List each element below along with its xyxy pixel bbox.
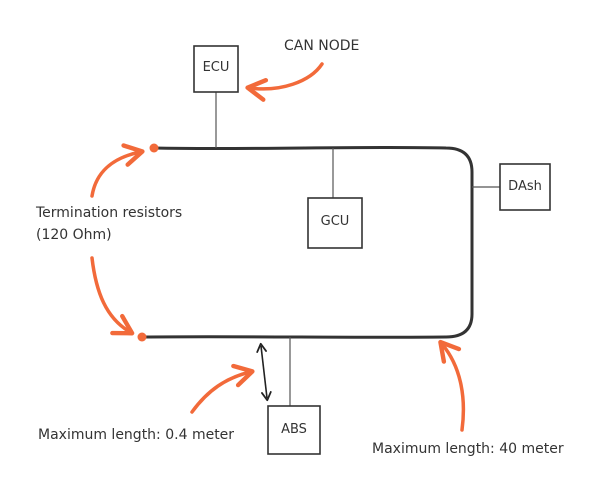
can-node-annotation: CAN NODE bbox=[284, 38, 360, 54]
termination-annotation-line2: (120 Ohm) bbox=[36, 227, 112, 243]
max-length-bus-annotation: Maximum length: 40 meter bbox=[372, 441, 564, 457]
dash-label: DAsh bbox=[508, 179, 542, 194]
double-arrow-icon bbox=[256, 342, 272, 402]
dash-box bbox=[499, 163, 551, 211]
orange-arrow-icon bbox=[438, 339, 466, 432]
termination-dot-icon bbox=[149, 143, 159, 153]
ecu-label: ECU bbox=[202, 60, 230, 75]
abs-box bbox=[267, 405, 321, 455]
can-bus-line bbox=[140, 145, 474, 339]
orange-arrow-icon bbox=[90, 256, 135, 336]
abs-label: ABS bbox=[281, 422, 307, 437]
termination-annotation-line1: Termination resistors bbox=[36, 205, 183, 221]
gcu-label: GCU bbox=[320, 214, 350, 229]
orange-arrow-icon bbox=[245, 62, 324, 102]
ecu-box bbox=[193, 45, 239, 93]
max-length-stub-annotation: Maximum length: 0.4 meter bbox=[38, 427, 235, 443]
orange-arrow-icon bbox=[90, 143, 145, 198]
termination-dot-icon bbox=[137, 332, 147, 342]
gcu-box bbox=[307, 197, 363, 249]
orange-arrow-icon bbox=[190, 363, 255, 414]
